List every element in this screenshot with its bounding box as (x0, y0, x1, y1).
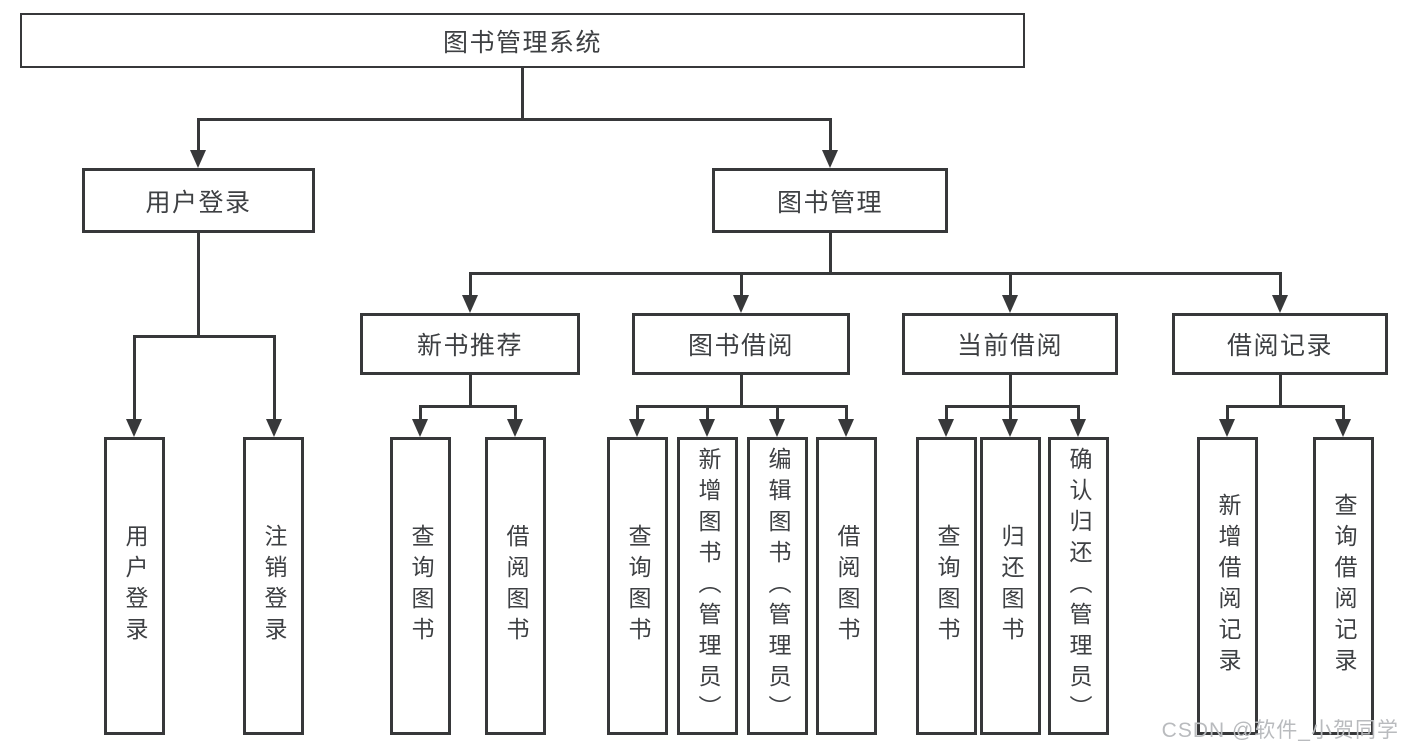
leaf-edit-book-admin: 编辑图书（管理员） (747, 437, 808, 735)
arrow-down-icon (1002, 295, 1018, 313)
leaf-return-books-label: 归还图书 (998, 524, 1024, 648)
arrow-down-icon (733, 295, 749, 313)
arrow-down-icon (507, 419, 523, 437)
arrow-down-icon (769, 419, 785, 437)
book-borrowing-label: 图书借阅 (687, 332, 794, 360)
arrow-down-icon (412, 419, 428, 437)
arrow-down-icon (190, 150, 206, 168)
arrow-down-icon (1335, 419, 1351, 437)
arrow-down-icon (1219, 419, 1235, 437)
arrow-down-icon (1070, 419, 1086, 437)
connector-line (636, 405, 846, 408)
connector-line (740, 375, 743, 408)
connector-line (469, 272, 472, 297)
connector-line (776, 405, 779, 421)
node-system-root: 图书管理系统 (20, 13, 1025, 68)
leaf-add-book-admin-label: 新增图书（管理员） (695, 446, 721, 726)
leaf-add-book-admin: 新增图书（管理员） (677, 437, 738, 735)
leaf-query-books-borrowing: 查询图书 (607, 437, 668, 735)
user-login-label: 用户登录 (145, 188, 252, 217)
connector-line (133, 335, 276, 338)
arrow-down-icon (699, 419, 715, 437)
leaf-add-borrow-record-label: 新增借阅记录 (1215, 493, 1241, 679)
arrow-down-icon (822, 150, 838, 168)
connector-line (521, 68, 524, 120)
leaf-logout-label: 注销登录 (261, 524, 287, 648)
leaf-query-books-borrowing-label: 查询图书 (625, 524, 651, 648)
node-book-borrowing: 图书借阅 (632, 313, 850, 375)
connector-line (514, 405, 517, 421)
leaf-query-borrow-record-label: 查询借阅记录 (1331, 493, 1357, 679)
arrow-down-icon (938, 419, 954, 437)
leaf-return-books: 归还图书 (980, 437, 1041, 735)
node-new-book-recommendation: 新书推荐 (360, 313, 580, 375)
watermark-text: CSDN @软件_小贺同学 (1161, 719, 1399, 742)
arrow-down-icon (1272, 295, 1288, 313)
leaf-borrow-books-borrowing: 借阅图书 (816, 437, 877, 735)
leaf-confirm-return-admin: 确认归还（管理员） (1048, 437, 1109, 735)
leaf-confirm-return-admin-label: 确认归还（管理员） (1066, 446, 1092, 726)
leaf-query-books-recommend: 查询图书 (390, 437, 451, 735)
leaf-user-login-label: 用户登录 (122, 524, 148, 648)
leaf-query-books-current-label: 查询图书 (934, 524, 960, 648)
leaf-logout: 注销登录 (243, 437, 304, 735)
connector-line (273, 335, 276, 421)
connector-line (740, 272, 743, 297)
leaf-user-login: 用户登录 (104, 437, 165, 735)
arrow-down-icon (838, 419, 854, 437)
leaf-query-borrow-record: 查询借阅记录 (1313, 437, 1374, 735)
connector-line (1009, 272, 1012, 297)
connector-line (1342, 405, 1345, 421)
leaf-edit-book-admin-label: 编辑图书（管理员） (765, 446, 791, 726)
node-book-management: 图书管理 (712, 168, 948, 233)
connector-line (706, 405, 709, 421)
connector-line (1226, 405, 1229, 421)
arrow-down-icon (266, 419, 282, 437)
connector-line (829, 118, 832, 152)
connector-line (197, 233, 200, 338)
connector-line (1226, 405, 1345, 408)
node-user-login: 用户登录 (82, 168, 315, 233)
connector-line (1009, 405, 1012, 421)
connector-line (945, 405, 948, 421)
leaf-borrow-books-recommend-label: 借阅图书 (503, 524, 529, 648)
arrow-down-icon (462, 295, 478, 313)
connector-line (1279, 272, 1282, 297)
system-root-label: 图书管理系统 (442, 28, 602, 57)
connector-line (1279, 375, 1282, 408)
connector-line (1009, 375, 1012, 408)
arrow-down-icon (629, 419, 645, 437)
connector-line (419, 405, 422, 421)
node-borrowing-records: 借阅记录 (1172, 313, 1388, 375)
connector-line (133, 335, 136, 421)
current-borrowing-label: 当前借阅 (956, 332, 1063, 360)
connector-line (945, 405, 1079, 408)
connector-line (636, 405, 639, 421)
connector-line (469, 272, 1282, 275)
connector-line (419, 405, 517, 408)
connector-line (197, 118, 832, 121)
leaf-add-borrow-record: 新增借阅记录 (1197, 437, 1258, 735)
connector-line (469, 375, 472, 408)
borrowing-records-label: 借阅记录 (1226, 332, 1333, 360)
connector-line (1077, 405, 1080, 421)
arrow-down-icon (1002, 419, 1018, 437)
book-management-label: 图书管理 (776, 188, 883, 217)
leaf-borrow-books-borrowing-label: 借阅图书 (834, 524, 860, 648)
leaf-borrow-books-recommend: 借阅图书 (485, 437, 546, 735)
leaf-query-books-current: 查询图书 (916, 437, 977, 735)
node-current-borrowing: 当前借阅 (902, 313, 1118, 375)
connector-line (829, 233, 832, 275)
connector-line (197, 118, 200, 152)
new-book-recommendation-label: 新书推荐 (416, 332, 523, 360)
arrow-down-icon (126, 419, 142, 437)
connector-line (845, 405, 848, 421)
leaf-query-books-recommend-label: 查询图书 (408, 524, 434, 648)
